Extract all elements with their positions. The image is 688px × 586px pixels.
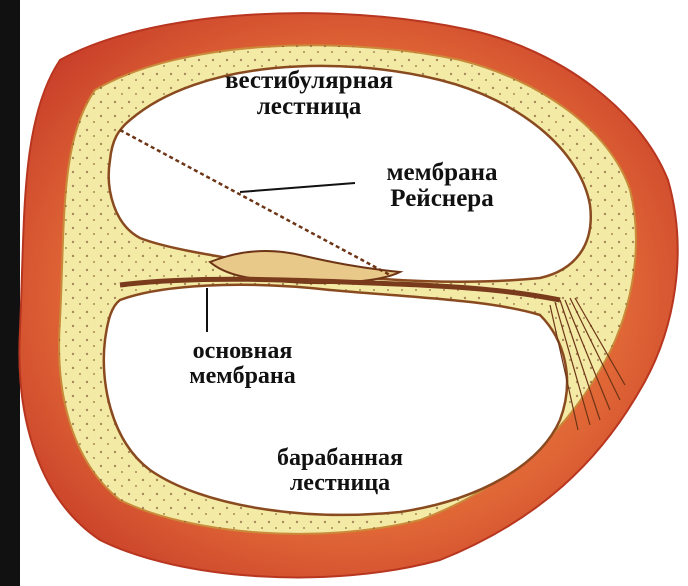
label-vestibular-line1: вестибулярная (190, 68, 428, 94)
label-reissner-membrane: мембрана Рейснера (352, 160, 532, 213)
label-basilar-line2: мембрана (155, 364, 330, 389)
label-basilar-line1: основная (155, 339, 330, 364)
left-dark-edge (0, 0, 20, 586)
label-tympanic-scala: барабанная лестница (240, 446, 440, 496)
label-basilar-membrane: основная мембрана (155, 339, 330, 389)
label-tympanic-line2: лестница (240, 471, 440, 496)
label-tympanic-line1: барабанная (240, 446, 440, 471)
label-vestibular-scala: вестибулярная лестница (190, 68, 428, 121)
label-vestibular-line2: лестница (190, 94, 428, 120)
label-reissner-line2: Рейснера (352, 186, 532, 212)
label-reissner-line1: мембрана (352, 160, 532, 186)
